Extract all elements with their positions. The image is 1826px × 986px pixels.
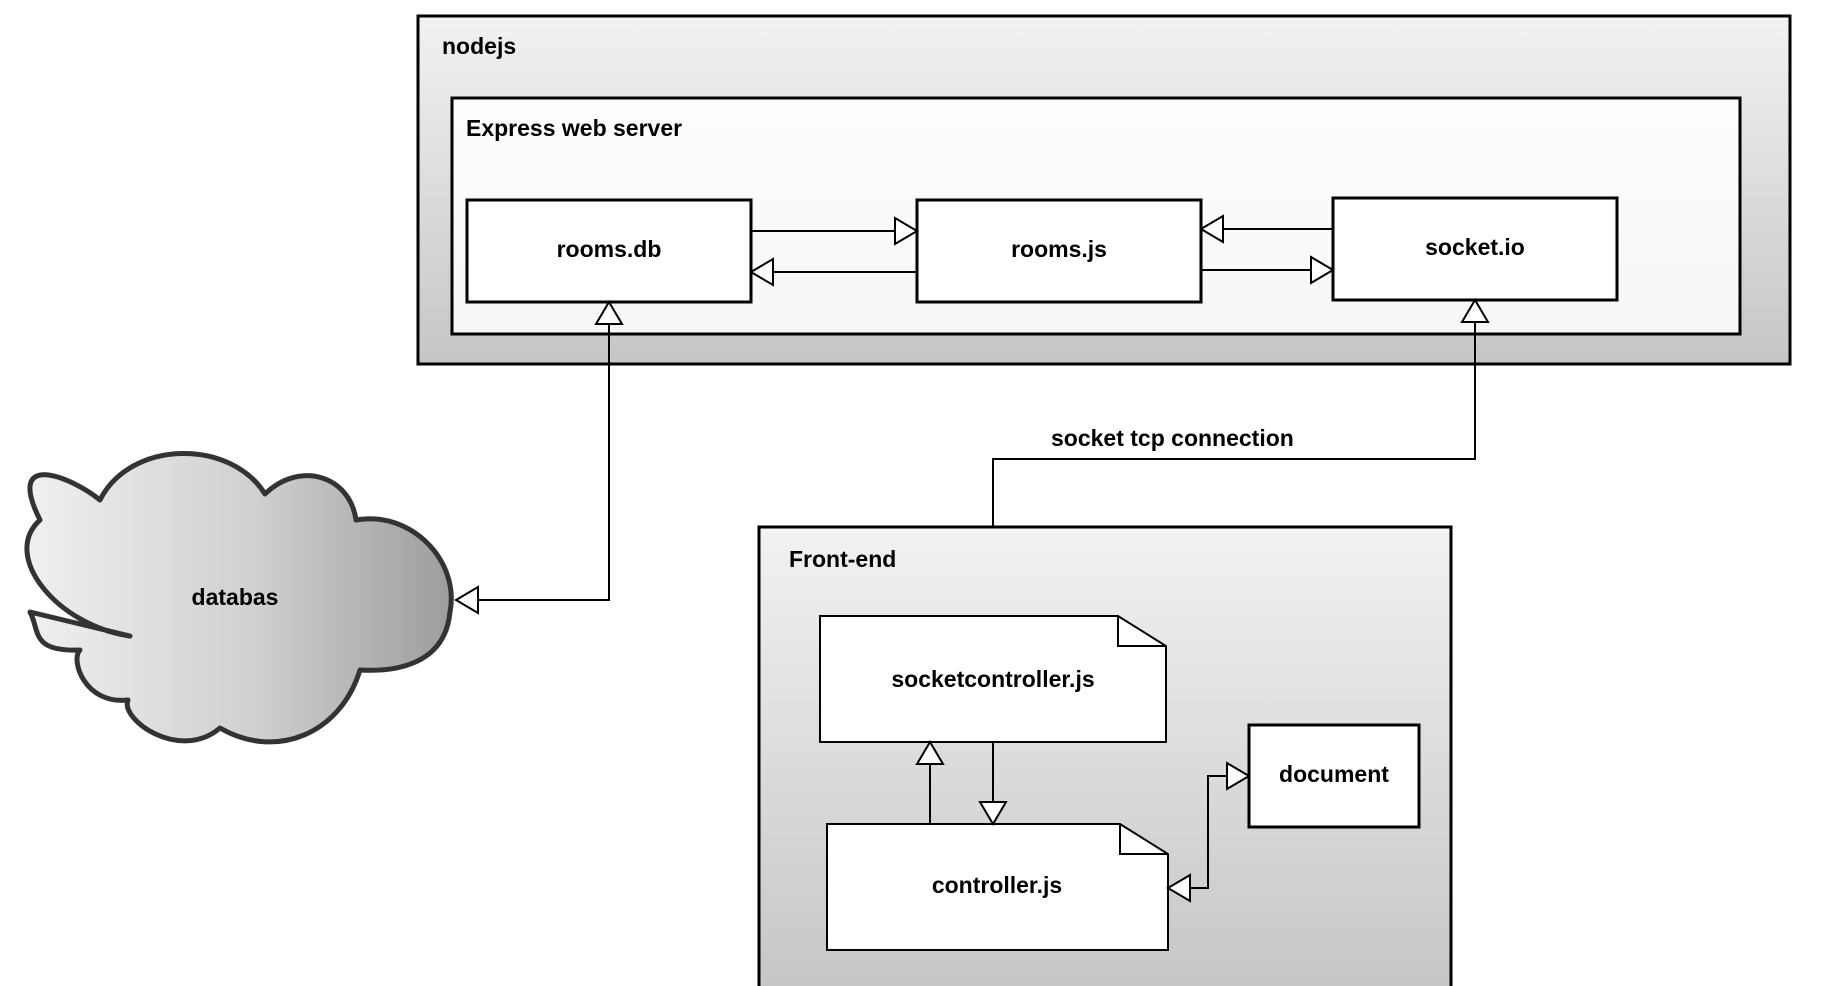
- rooms-db-label: rooms.db: [557, 236, 662, 262]
- arrow-socketcontroller-to-controller-head: [978, 801, 1008, 826]
- socketcontroller-label: socketcontroller.js: [891, 666, 1094, 692]
- connectors-express: [749, 214, 1335, 287]
- arrow-roomsjs-to-socketio-head: [1310, 255, 1335, 285]
- socket-io-label: socket.io: [1425, 234, 1525, 260]
- document-label: document: [1279, 761, 1389, 787]
- arrow-database-to-roomsdb-head: [594, 300, 624, 325]
- socket-io-box[interactable]: socket.io: [1331, 196, 1619, 302]
- arrow-socketio-to-roomsjs-head: [1199, 214, 1224, 244]
- arrow-roomsdb-to-roomsjs-head: [894, 216, 919, 246]
- database-cloud[interactable]: databas: [24, 451, 454, 745]
- arrow-roomsdb-to-database-head: [454, 585, 479, 615]
- database-label: databas: [192, 584, 279, 610]
- socketcontroller-note[interactable]: socketcontroller.js: [819, 615, 1167, 743]
- frontend-label: Front-end: [789, 546, 896, 572]
- connector-roomsdb-database: [454, 300, 624, 615]
- arrow-tcp-to-socketio-head: [1460, 298, 1490, 323]
- controller-label: controller.js: [932, 872, 1062, 898]
- document-box[interactable]: document: [1247, 723, 1421, 829]
- arrow-to-controller-head: [1166, 873, 1191, 903]
- socket-tcp-label: socket tcp connection: [1051, 425, 1294, 451]
- arrow-roomsjs-to-roomsdb-head: [749, 257, 774, 287]
- arrow-to-document-head: [1226, 761, 1251, 791]
- rooms-js-label: rooms.js: [1011, 236, 1107, 262]
- rooms-js-box[interactable]: rooms.js: [915, 198, 1203, 304]
- controller-note[interactable]: controller.js: [826, 823, 1169, 951]
- arrow-controller-to-socketcontroller-head: [915, 740, 945, 765]
- express-label: Express web server: [466, 115, 682, 141]
- connectors-frontend: [915, 740, 1251, 903]
- rooms-db-box[interactable]: rooms.db: [465, 198, 753, 304]
- nodejs-label: nodejs: [442, 33, 516, 59]
